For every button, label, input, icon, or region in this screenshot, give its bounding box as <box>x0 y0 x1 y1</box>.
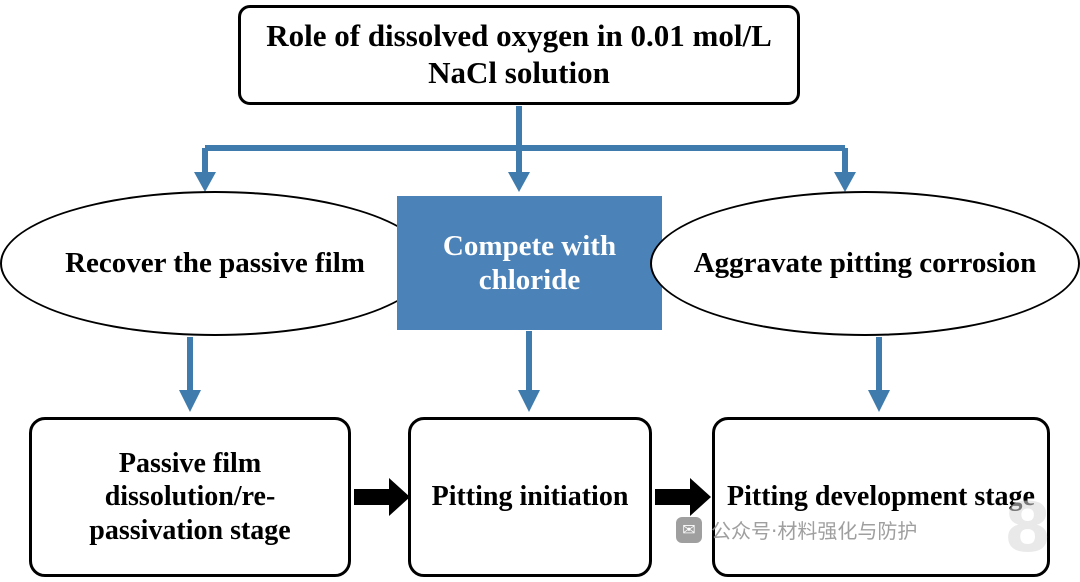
arrowhead-to-development <box>868 390 890 412</box>
branch-aggravate-pitting-corrosion: Aggravate pitting corrosion <box>650 191 1080 336</box>
branch-label-recover: Recover the passive film <box>65 247 365 280</box>
branch-label-compete: Compete with chloride <box>442 229 617 296</box>
arrowhead-to-passive <box>179 390 201 412</box>
stage-pitting-initiation: Pitting initiation <box>408 417 652 577</box>
stage-label-passive: Passive film dissolution/re-passivation … <box>89 448 291 546</box>
branch-label-aggravate: Aggravate pitting corrosion <box>693 247 1037 280</box>
arrowhead-to-initiation <box>518 390 540 412</box>
branch-recover-the-passive-film: Recover the passive film <box>0 191 430 336</box>
stage-label-development: Pitting development stage <box>727 481 1035 513</box>
arrowhead-to-recover <box>194 172 216 192</box>
title-box-label: Role of dissolved oxygen in 0.01 mol/L N… <box>266 18 772 90</box>
branch-compete-with-chloride: Compete with chloride <box>397 196 662 330</box>
wechat-icon: ✉ <box>676 516 702 543</box>
black-arrow-passive-to-initiation <box>354 478 410 516</box>
stage-pitting-development: Pitting development stage <box>712 417 1050 577</box>
title-box: Role of dissolved oxygen in 0.01 mol/L N… <box>238 5 800 105</box>
watermark-number: 8 <box>1004 489 1052 568</box>
stage-label-initiation: Pitting initiation <box>431 481 629 513</box>
watermark-text: 公众号·材料强化与防护 <box>711 519 918 543</box>
stage-passive-film-dissolution: Passive film dissolution/re-passivation … <box>29 417 351 577</box>
black-arrow-initiation-to-development <box>655 478 711 516</box>
arrowhead-to-compete <box>508 172 530 192</box>
watermark: ✉ 公众号·材料强化与防护 <box>676 515 917 544</box>
arrowhead-to-aggravate <box>834 172 856 192</box>
